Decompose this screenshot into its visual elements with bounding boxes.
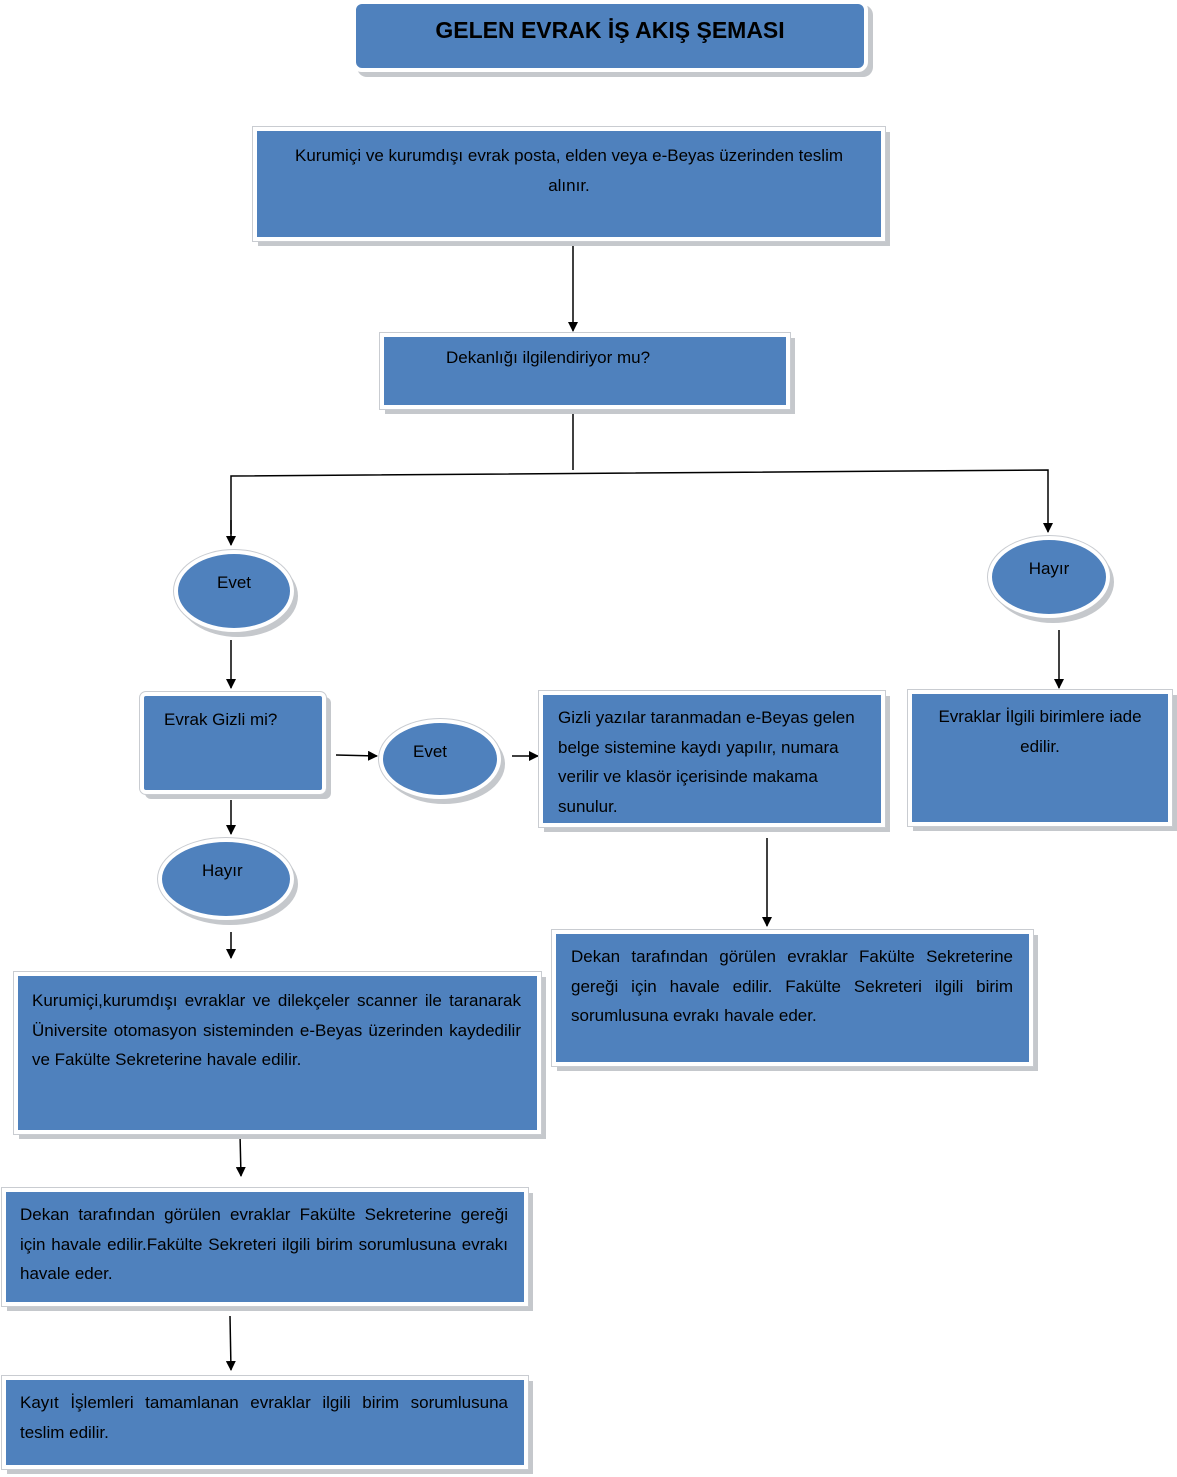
flowchart-title: GELEN EVRAK İŞ AKIŞ ŞEMASI — [352, 0, 868, 72]
arrow-dean-left-to-deliver — [225, 1315, 236, 1371]
decision-dean-text: Dekanlığı ilgilendiriyor mu? — [446, 348, 651, 367]
receive-documents-text: Kurumiçi ve kurumdışı evrak posta, elden… — [294, 146, 844, 195]
return-to-units-box: Evraklar İlgili birimlere iade edilir. — [907, 689, 1173, 827]
yes-label-2: Evet — [413, 742, 448, 761]
no-ellipse-2: Hayır — [158, 838, 294, 920]
secret-process-text: Gizli yazılar taranmadan e-Beyas gelen b… — [558, 708, 855, 816]
branch-line — [230, 469, 1053, 534]
deliver-box: Kayıt İşlemleri tamamlanan evraklar ilgi… — [1, 1375, 529, 1470]
secret-process-box: Gizli yazılar taranmadan e-Beyas gelen b… — [538, 690, 886, 828]
decision-dean-box: Dekanlığı ilgilendiriyor mu? — [379, 332, 791, 410]
dean-forward-right-box: Dekan tarafından görülen evraklar Fakült… — [551, 929, 1034, 1067]
dean-forward-left-text: Dekan tarafından görülen evraklar Fakült… — [20, 1205, 508, 1283]
yes-ellipse-2: Evet — [379, 719, 501, 799]
decision-secret-text: Evrak Gizli mi? — [164, 710, 278, 729]
arrow-scan-to-dean-left — [235, 1133, 246, 1177]
scan-register-text: Kurumiçi,kurumdışı evraklar ve dilekçele… — [32, 991, 521, 1069]
title-text: GELEN EVRAK İŞ AKIŞ ŞEMASI — [435, 17, 785, 43]
dean-forward-left-box: Dekan tarafından görülen evraklar Fakült… — [1, 1187, 529, 1307]
dean-forward-right-text: Dekan tarafından görülen evraklar Fakült… — [571, 947, 1013, 1025]
yes-label-1: Evet — [216, 573, 252, 592]
scan-register-box: Kurumiçi,kurumdışı evraklar ve dilekçele… — [13, 971, 542, 1135]
arrow-secret-to-yes2 — [335, 750, 378, 761]
no-ellipse-1: Hayır — [988, 536, 1110, 618]
return-to-units-text: Evraklar İlgili birimlere iade edilir. — [938, 707, 1142, 756]
yes-ellipse-1: Evet — [174, 550, 294, 632]
receive-documents-box: Kurumiçi ve kurumdışı evrak posta, elden… — [252, 126, 886, 242]
no-label-1: Hayır — [1028, 559, 1070, 578]
no-label-2: Hayır — [202, 861, 243, 880]
deliver-text: Kayıt İşlemleri tamamlanan evraklar ilgi… — [20, 1393, 508, 1442]
decision-secret-box: Evrak Gizli mi? — [139, 691, 327, 795]
